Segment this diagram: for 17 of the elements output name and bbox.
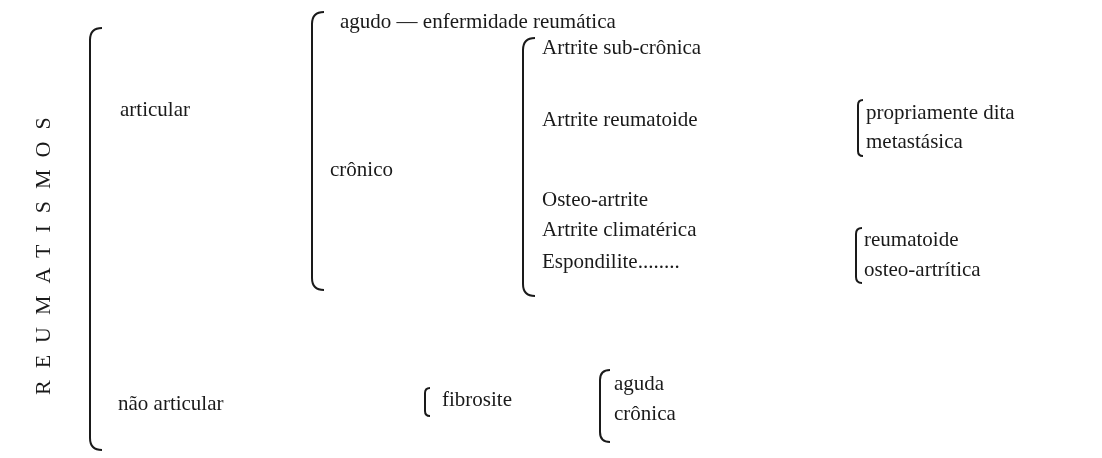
category-label: Espondilite........ xyxy=(542,250,680,274)
category-label: articular xyxy=(120,98,190,122)
category-label: propriamente dita xyxy=(866,101,1015,125)
category-label: Osteo-artrite xyxy=(542,188,649,212)
category-label: osteo-artrítica xyxy=(864,258,981,282)
category-label: Artrite climatérica xyxy=(542,218,697,242)
category-label: Artrite reumatoide xyxy=(542,108,698,132)
category-label: aguda xyxy=(614,372,665,396)
vertical-heading: REUMATISMOS xyxy=(32,105,54,395)
category-label: Artrite sub-crônica xyxy=(542,36,702,60)
category-label: fibrosite xyxy=(442,388,512,412)
category-label: agudo — enfermidade reumática xyxy=(340,10,616,34)
category-label: reumatoide xyxy=(864,228,959,252)
category-label: não articular xyxy=(118,392,224,416)
category-label: crônico xyxy=(330,158,393,182)
category-label: metastásica xyxy=(866,130,963,154)
category-label: crônica xyxy=(614,402,676,426)
